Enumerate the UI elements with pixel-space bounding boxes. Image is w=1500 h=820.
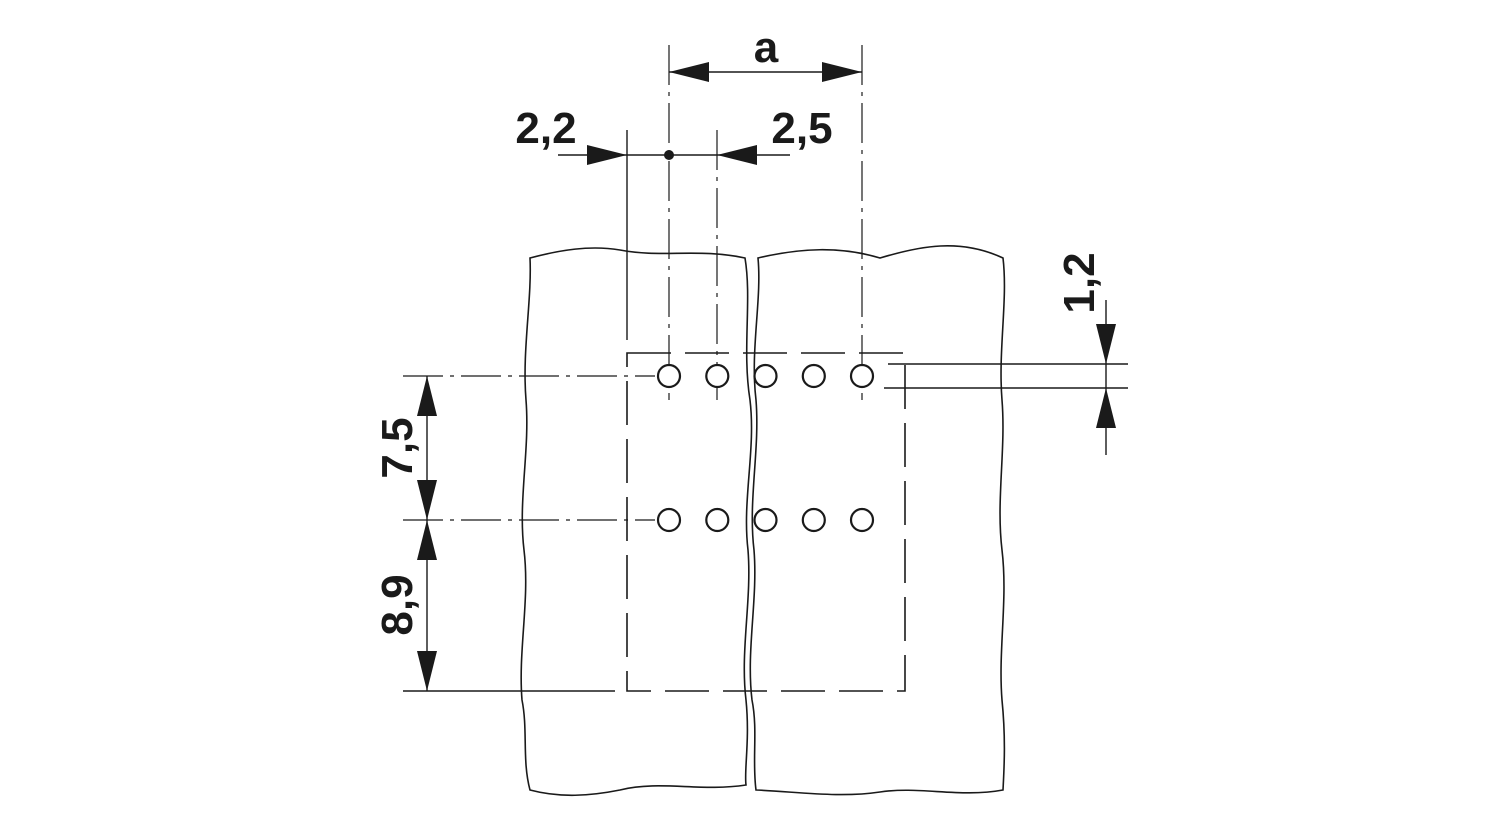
hole xyxy=(753,363,778,389)
dim-label-right-offset: 2,5 xyxy=(771,104,832,153)
arrow-row-bottom xyxy=(417,651,437,691)
arrow-vertical-bottom xyxy=(1096,388,1116,428)
dim-label-left-offset: 2,2 xyxy=(515,104,576,153)
hole xyxy=(705,507,730,533)
right-block-outline xyxy=(749,245,1006,796)
arrow-pitch-right xyxy=(822,62,862,82)
arrow-offset-left xyxy=(587,145,627,165)
arrow-row-mid-up xyxy=(417,480,437,520)
reference-point xyxy=(664,150,674,160)
hole xyxy=(656,507,682,533)
hole xyxy=(849,363,875,389)
left-block-outline xyxy=(520,247,753,797)
arrow-row-top xyxy=(417,376,437,416)
arrow-offset-right xyxy=(717,145,757,165)
arrow-row-mid-down xyxy=(417,520,437,560)
footprint-boundary xyxy=(626,352,906,692)
arrow-vertical-top xyxy=(1096,324,1116,364)
arrow-pitch-left xyxy=(669,62,709,82)
dim-label-row-spacing: 7,5 xyxy=(373,417,422,478)
hole xyxy=(849,507,875,533)
hole-pattern xyxy=(656,363,875,533)
hole xyxy=(801,507,826,533)
hole xyxy=(753,507,778,533)
dim-label-pitch: a xyxy=(754,23,779,72)
hole xyxy=(656,363,682,389)
dim-label-bottom-offset: 8,9 xyxy=(373,574,422,635)
hole xyxy=(705,363,730,389)
dim-label-vertical-offset: 1,2 xyxy=(1055,252,1104,313)
hole xyxy=(801,363,826,389)
